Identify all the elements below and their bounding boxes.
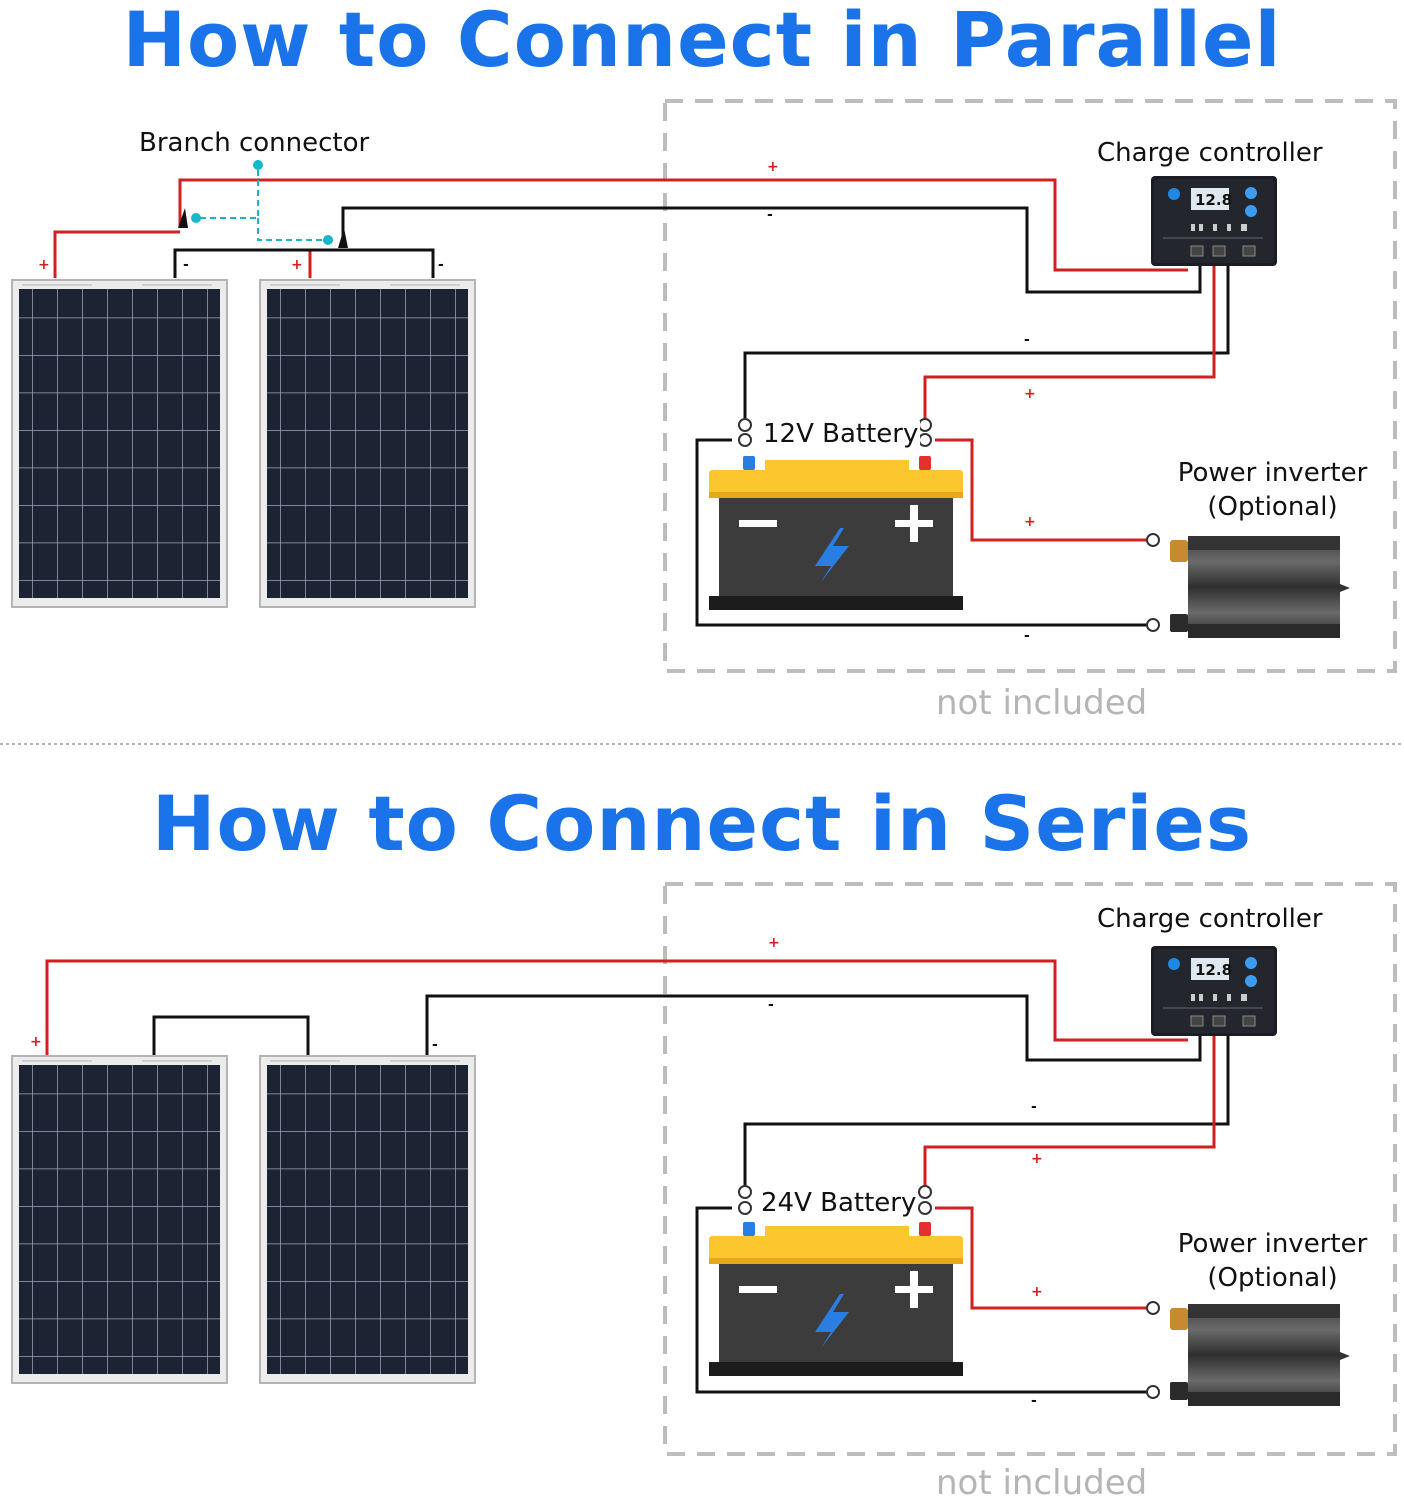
parallel-title: How to Connect in Parallel [122, 0, 1282, 84]
ring-terminal-icon [918, 1201, 932, 1215]
ring-terminal-icon [738, 1185, 752, 1199]
ring-terminal-icon [1146, 618, 1160, 632]
negative-sign: - [1031, 1099, 1037, 1115]
series-title: How to Connect in Series [151, 779, 1253, 868]
charge-controller-icon [1150, 945, 1278, 1037]
positive-sign: + [1031, 1284, 1043, 1300]
parallel-wires [53, 160, 1230, 627]
negative-sign: - [438, 257, 444, 273]
negative-sign: - [767, 207, 773, 223]
not-included-label: not included [936, 1463, 1148, 1503]
negative-sign: - [1024, 332, 1030, 348]
ring-terminal-icon [918, 418, 932, 432]
series-not-included-box [663, 882, 1397, 1456]
positive-sign: + [768, 935, 780, 951]
positive-sign: + [1024, 386, 1036, 402]
positive-sign: + [767, 159, 779, 175]
battery-label: 24V Battery [759, 1188, 919, 1218]
ring-terminal-icon [918, 433, 932, 447]
solar-panel-icon [259, 279, 476, 608]
charge-controller-label: Charge controller [1097, 138, 1323, 168]
battery-icon [709, 1222, 963, 1376]
battery-icon [709, 456, 963, 610]
charge-controller-icon [1150, 175, 1278, 267]
branch-connector-label: Branch connector [139, 128, 370, 158]
branch-connector-dot [253, 160, 263, 170]
ring-terminal-icon [738, 418, 752, 432]
not-included-label: not included [936, 683, 1148, 723]
positive-sign: + [38, 257, 50, 273]
power-inverter-label: Power inverter [1177, 1229, 1368, 1259]
negative-sign: - [1031, 1393, 1037, 1409]
power-inverter-optional-label: (Optional) [1207, 1263, 1338, 1293]
ring-terminal-icon [918, 1185, 932, 1199]
negative-sign: - [432, 1037, 438, 1053]
positive-sign: + [30, 1034, 42, 1050]
ring-terminal-icon [1146, 1385, 1160, 1399]
battery-label: 12V Battery [761, 419, 921, 449]
negative-sign: - [768, 997, 774, 1013]
solar-panel-icon [11, 1055, 228, 1384]
positive-sign: + [291, 257, 303, 273]
solar-panel-icon [11, 279, 228, 608]
positive-sign: + [1024, 514, 1036, 530]
ring-terminal-icon [1146, 1301, 1160, 1315]
ring-terminal-icon [738, 1201, 752, 1215]
negative-sign: - [1024, 628, 1030, 644]
power-inverter-icon [1170, 536, 1350, 638]
series-wires [45, 959, 1230, 1394]
positive-sign: + [1031, 1151, 1043, 1167]
parallel-not-included-box [663, 99, 1397, 673]
negative-sign: - [183, 257, 189, 273]
charge-controller-label: Charge controller [1097, 904, 1323, 934]
ring-terminal-icon [738, 433, 752, 447]
power-inverter-label: Power inverter [1177, 458, 1368, 488]
power-inverter-icon [1170, 1304, 1350, 1406]
power-inverter-optional-label: (Optional) [1207, 492, 1338, 522]
ring-terminal-icon [1146, 533, 1160, 547]
solar-panel-icon [259, 1055, 476, 1384]
